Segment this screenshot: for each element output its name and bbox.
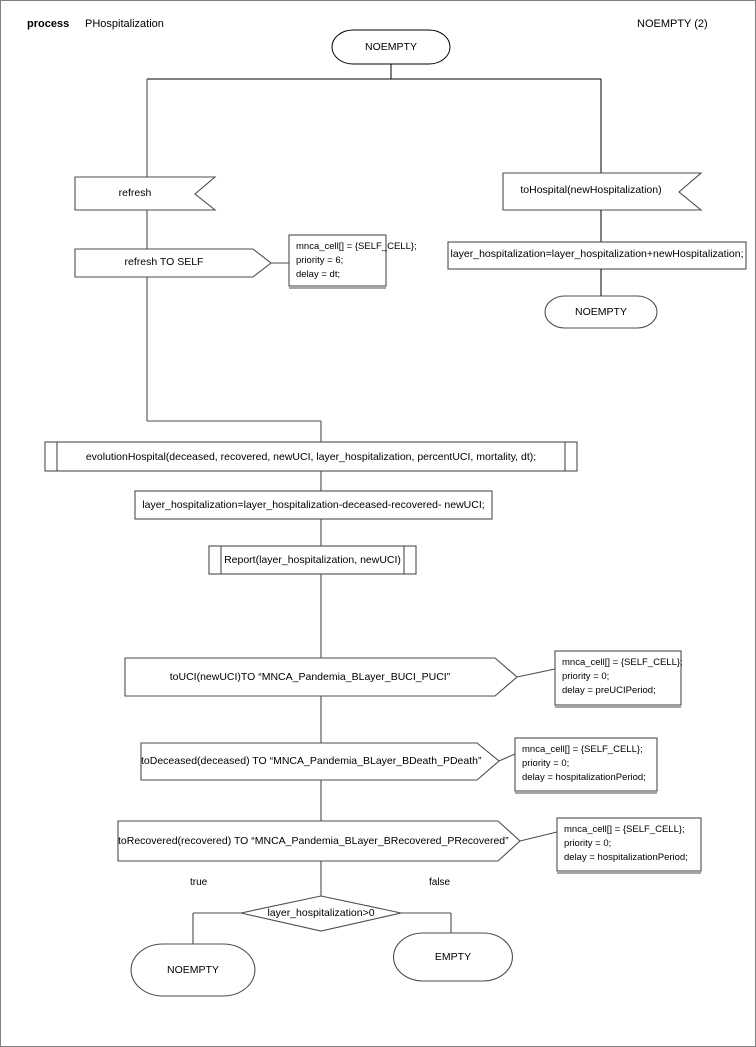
label-task-add-hosp: layer_hospitalization=layer_hospitalizat… — [450, 248, 744, 260]
shape-output-todeceased — [140, 742, 500, 781]
shape-note-touci — [554, 650, 682, 706]
shape-input-tohospital — [502, 172, 703, 211]
label-output-touci: toUCI(newUCI)TO “MNCA_Pandemia_BLayer_BU… — [169, 671, 451, 683]
note-refresh: mnca_cell[] = {SELF_CELL}; priority = 6;… — [296, 240, 417, 281]
shape-proc-report — [208, 545, 417, 575]
note-todeceased-line-3: delay = hospitalizationPeriod; — [522, 771, 646, 783]
label-task-subtract: layer_hospitalization=layer_hospitalizat… — [142, 499, 485, 511]
shape-decision — [240, 895, 402, 932]
note-todeceased-line-2: priority = 0; — [522, 757, 570, 769]
shape-state-noempty-right — [544, 295, 658, 329]
note-touci-line-3: delay = preUCIPeriod; — [562, 684, 656, 696]
note-refresh-line-2: priority = 6; — [296, 254, 344, 266]
shape-output-torecovered — [117, 820, 521, 862]
label-input-refresh: refresh — [118, 187, 152, 199]
note-torecovered-line-1: mnca_cell[] = {SELF_CELL}; — [564, 824, 685, 835]
note-todeceased-line-1: mnca_cell[] = {SELF_CELL}; — [522, 744, 643, 755]
shape-task-subtract — [134, 490, 493, 520]
label-state-empty-bottom: EMPTY — [434, 951, 472, 963]
note-touci-line-1: mnca_cell[] = {SELF_CELL}; — [562, 657, 683, 668]
line-note-connector-torecovered — [519, 831, 558, 842]
label-start-state: NOEMPTY — [365, 41, 417, 53]
label-branch-true: true — [190, 877, 208, 888]
process-keyword: process — [27, 18, 70, 30]
note-torecovered: mnca_cell[] = {SELF_CELL}; priority = 0;… — [564, 823, 688, 864]
line-note-connector-touci — [516, 668, 556, 678]
label-decision: layer_hospitalization>0 — [267, 907, 375, 919]
note-refresh-line-3: delay = dt; — [296, 268, 341, 280]
shape-state-empty-bottom — [393, 932, 513, 982]
page-reference: NOEMPTY (2) — [637, 18, 708, 30]
label-output-todeceased: toDeceased(deceased) TO “MNCA_Pandemia_B… — [141, 755, 482, 767]
note-touci-line-2: priority = 0; — [562, 670, 610, 682]
note-refresh-line-1: mnca_cell[] = {SELF_CELL}; — [296, 241, 417, 252]
shape-state-noempty-bottom — [130, 943, 256, 997]
label-input-tohospital: toHospital(newHospitalization) — [520, 184, 662, 196]
label-branch-false: false — [429, 877, 451, 888]
line-note-connector-todeceased — [498, 753, 516, 762]
process-name: PHospitalization — [85, 18, 164, 30]
shape-note-refresh — [288, 234, 387, 287]
shape-note-torecovered — [556, 817, 702, 872]
note-torecovered-line-3: delay = hospitalizationPeriod; — [564, 851, 688, 863]
shape-proc-evolution — [44, 441, 578, 472]
shape-output-touci — [124, 657, 518, 697]
label-output-refresh-self: refresh TO SELF — [124, 256, 204, 268]
shape-task-add-hosp — [447, 241, 747, 270]
shape-start-state — [331, 29, 451, 65]
label-state-noempty-right: NOEMPTY — [575, 306, 627, 318]
shape-input-refresh — [74, 176, 217, 211]
shape-output-refresh-self — [74, 248, 272, 278]
label-state-noempty-bottom: NOEMPTY — [167, 964, 219, 976]
label-output-torecovered: toRecovered(recovered) TO “MNCA_Pandemia… — [118, 835, 509, 847]
note-touci: mnca_cell[] = {SELF_CELL}; priority = 0;… — [562, 656, 683, 697]
label-proc-report: Report(layer_hospitalization, newUCI) — [224, 554, 401, 566]
label-proc-evolution: evolutionHospital(deceased, recovered, n… — [85, 451, 537, 463]
shape-note-todeceased — [514, 737, 658, 792]
note-todeceased: mnca_cell[] = {SELF_CELL}; priority = 0;… — [522, 743, 646, 784]
note-torecovered-line-2: priority = 0; — [564, 837, 612, 849]
